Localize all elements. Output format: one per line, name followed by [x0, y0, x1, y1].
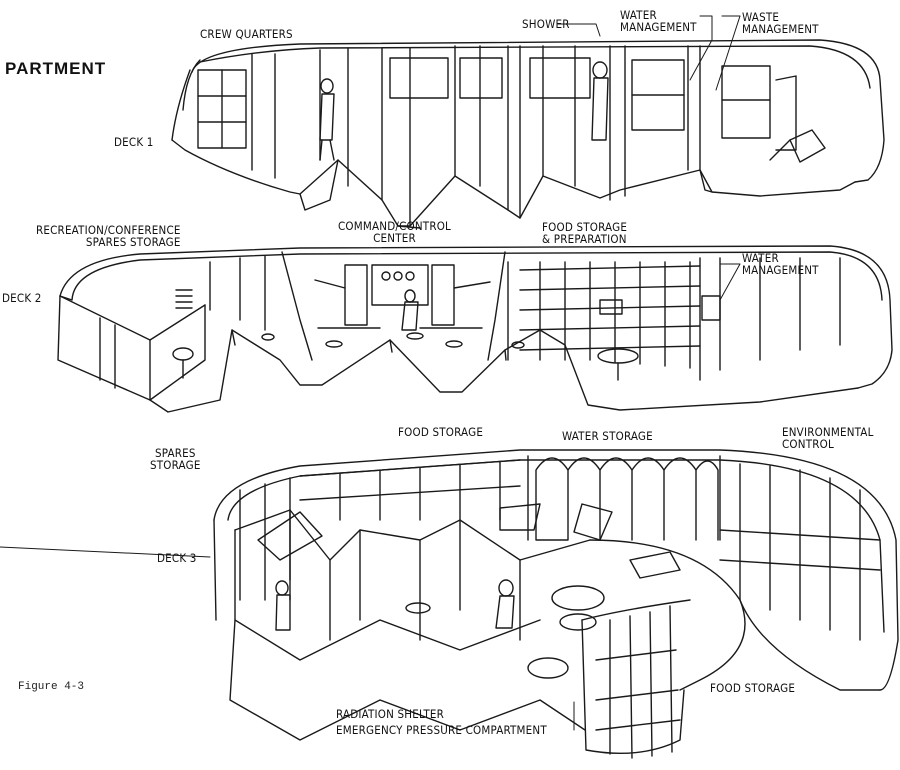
label-shower: SHOWER	[522, 17, 570, 31]
figure-caption: Figure 4-3	[18, 681, 85, 693]
label-deck-1: DECK 1	[114, 135, 154, 149]
deck-2-drawing	[57, 245, 893, 413]
label-deck-2: DECK 2	[2, 291, 42, 305]
label-water-management-deck2: WATER MANAGEMENT	[742, 251, 819, 277]
label-water-management-deck1: WATER MANAGEMENT	[620, 8, 697, 34]
label-command-control-center: COMMAND/CONTROL CENTER	[338, 219, 452, 245]
label-water-storage: WATER STORAGE	[562, 429, 653, 443]
label-food-storage-bottom: FOOD STORAGE	[710, 681, 796, 695]
label-waste-management: WASTE MANAGEMENT	[742, 10, 819, 36]
label-leader-lines	[0, 15, 741, 731]
label-food-storage-preparation: FOOD STORAGE & PREPARATION	[542, 220, 628, 246]
label-deck-3: DECK 3	[157, 551, 197, 565]
deck-1-drawing	[171, 39, 885, 229]
label-environmental-control: ENVIRONMENTAL CONTROL	[782, 425, 874, 451]
label-radiation-shelter: RADIATION SHELTER EMERGENCY PRESSURE COM…	[336, 707, 547, 737]
page-title: PARTMENT	[5, 59, 107, 78]
label-crew-quarters: CREW QUARTERS	[200, 27, 293, 41]
label-food-storage-top: FOOD STORAGE	[398, 425, 484, 439]
label-spares-storage: SPARES STORAGE	[150, 446, 201, 472]
label-recreation-conference: RECREATION/CONFERENCE SPARES STORAGE	[36, 223, 181, 249]
deck-3-drawing	[213, 449, 899, 759]
